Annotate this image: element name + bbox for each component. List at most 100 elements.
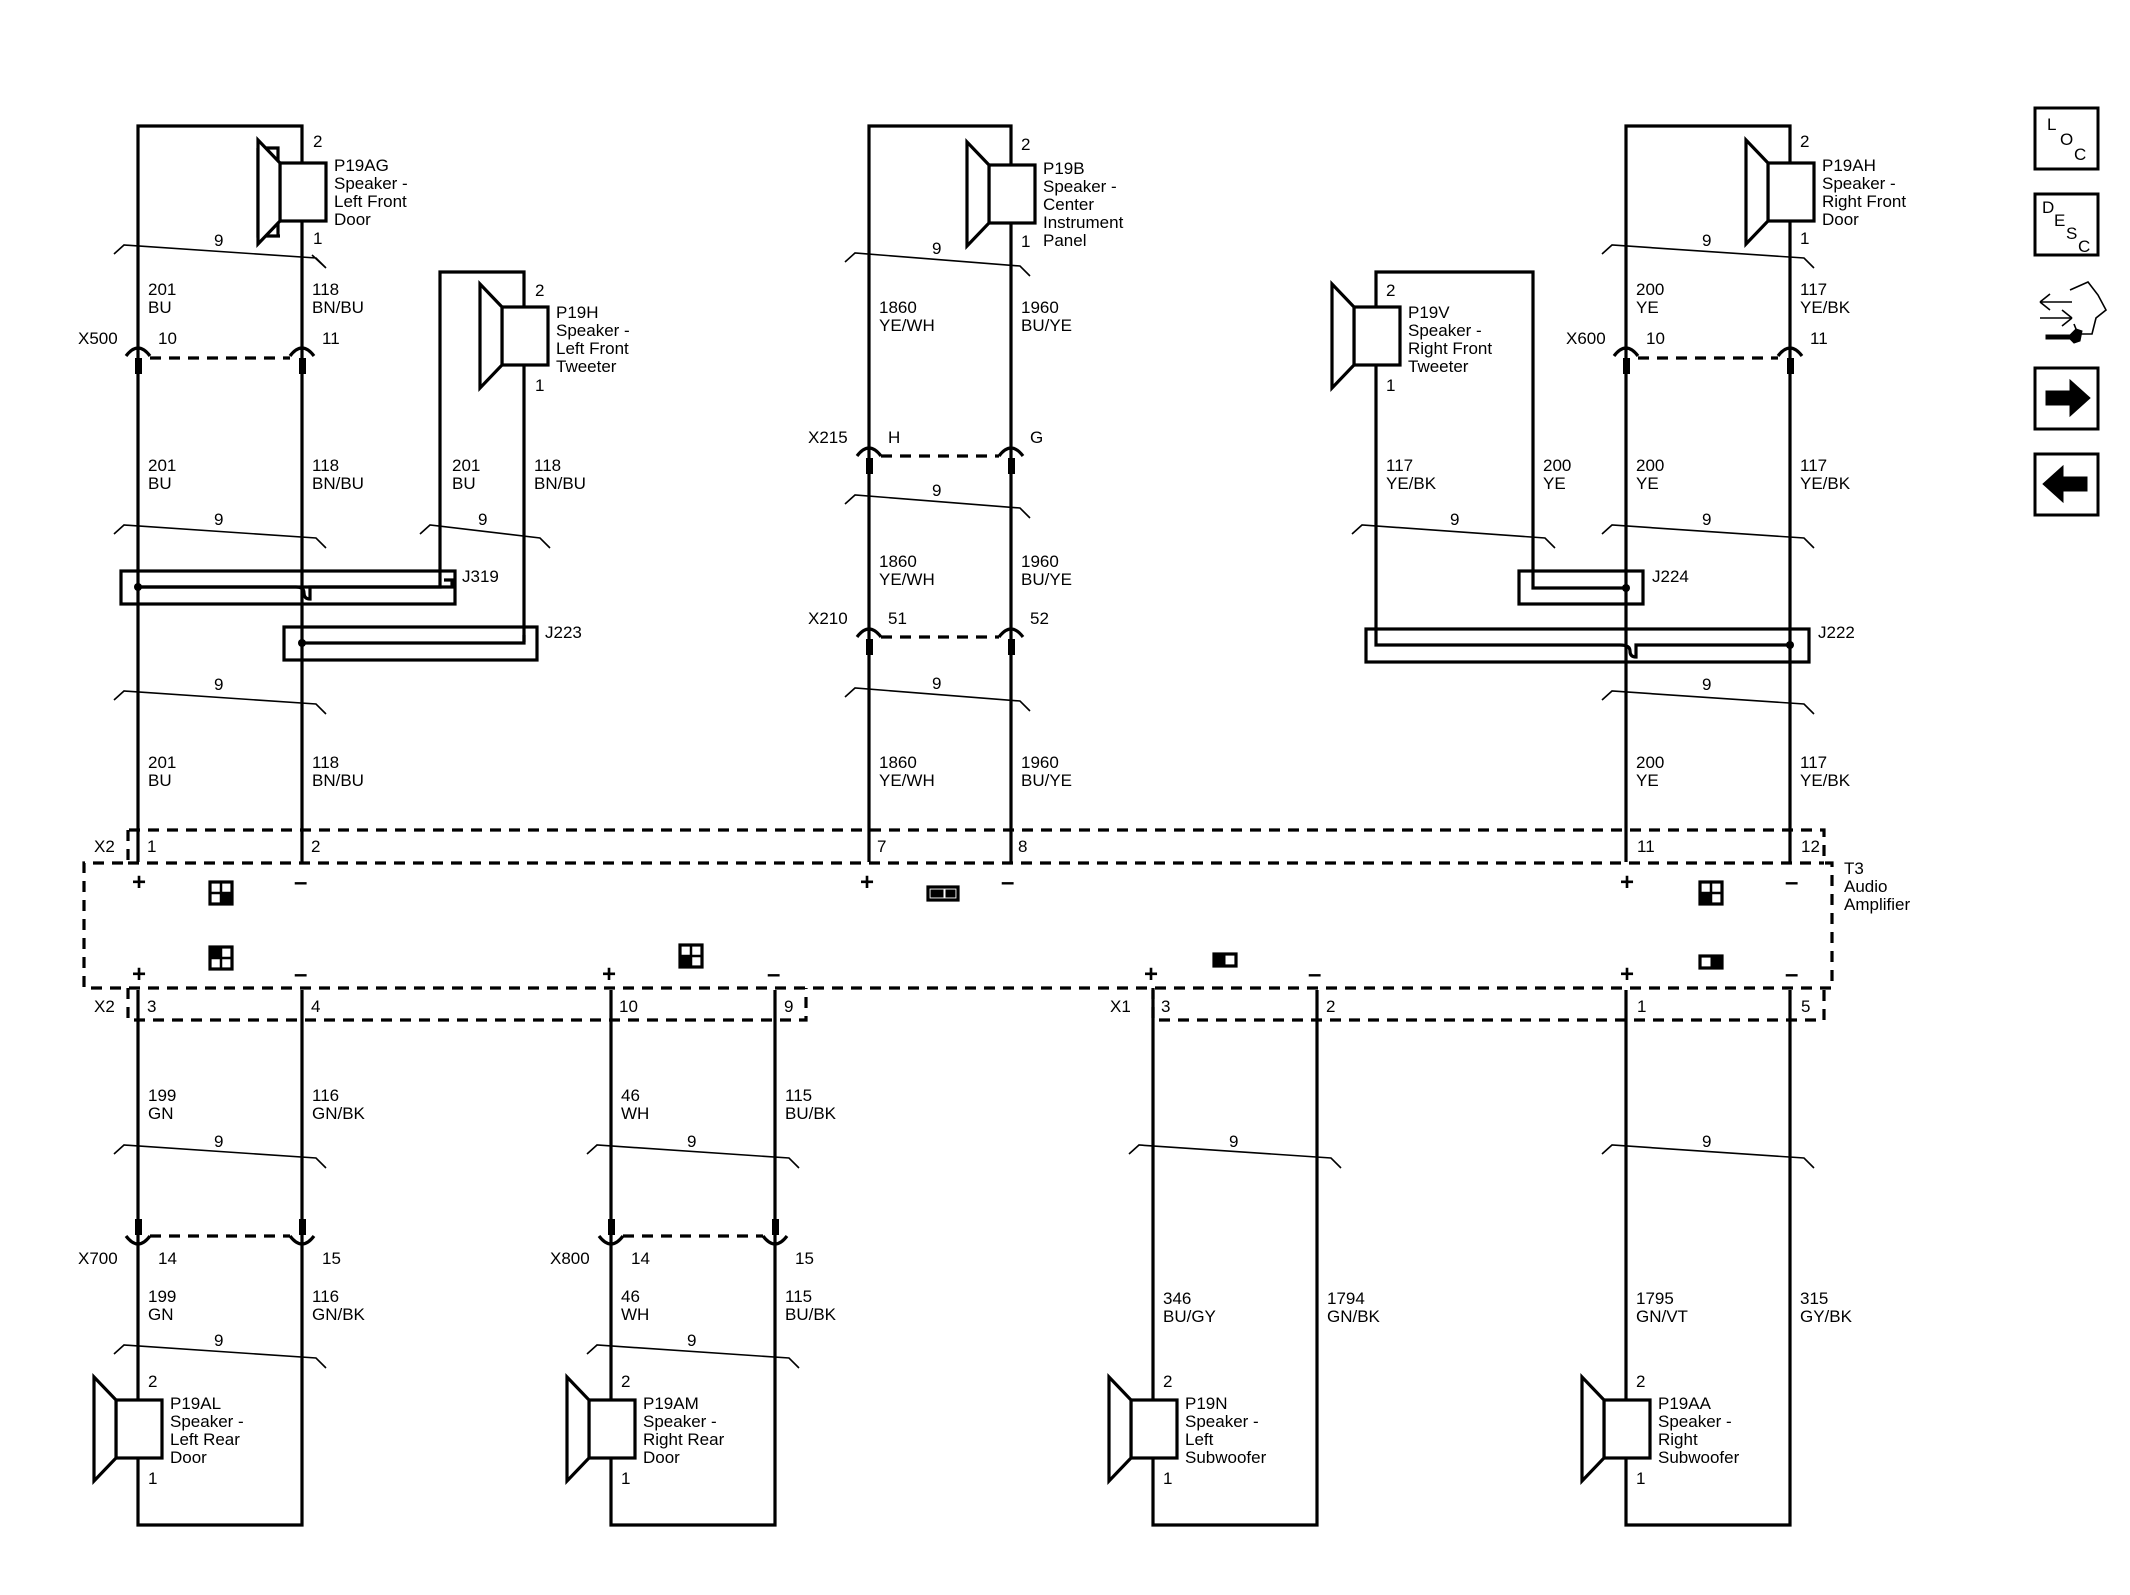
- full-range-channel-icon: [1698, 880, 1724, 906]
- desc-letter-s: S: [2066, 224, 2077, 243]
- pin-label: 14: [158, 1249, 177, 1268]
- x2-lower-label: X2: [94, 997, 115, 1016]
- connector-x215: X215 H G: [808, 428, 1043, 474]
- splice-j224: J224: [1517, 567, 1689, 606]
- tweeter-channel-icon: [926, 885, 960, 902]
- plus-mark: +: [602, 961, 616, 988]
- speaker-desc: Speaker -: [556, 321, 630, 340]
- pin-label: 2: [1636, 1372, 1645, 1391]
- twist-count: 9: [1702, 1132, 1711, 1151]
- pin-label: 1: [621, 1469, 630, 1488]
- previous-page-button[interactable]: [2033, 452, 2100, 517]
- speaker-p19al: 2 1 P19AL Speaker - Left Rear Door: [92, 1372, 244, 1488]
- twist-marker: 9: [844, 481, 1031, 519]
- splice-j319: J319: [119, 567, 499, 606]
- connector-label: X700: [78, 1249, 118, 1268]
- circuit-number: 199: [148, 1086, 176, 1105]
- arrow-right-icon: [2045, 378, 2091, 418]
- speaker-desc: Speaker -: [334, 174, 408, 193]
- twist-count: 9: [214, 510, 223, 529]
- circuit-number: 46: [621, 1287, 640, 1306]
- twist-count: 9: [214, 1331, 223, 1350]
- wire-right-subwoofer: [1624, 990, 1792, 1527]
- circuit-number: 117: [1800, 280, 1827, 299]
- connector-label: X210: [808, 609, 848, 628]
- speaker-desc: Right Rear: [643, 1430, 725, 1449]
- connector-x700: X700 14 15: [78, 1219, 341, 1268]
- connector-x800: X800 14 15: [550, 1219, 814, 1268]
- circuit-number: 117: [1800, 456, 1827, 475]
- wire-color: WH: [621, 1305, 649, 1324]
- pin-label: 4: [311, 997, 320, 1016]
- wire-color: YE/BK: [1800, 298, 1851, 317]
- speaker-desc: Door: [1822, 210, 1859, 229]
- amplifier-pins: 1 2 7 8 11 12 3 4 10 9 3 2 1 5: [147, 837, 1820, 1016]
- wire-color: BU/BK: [785, 1305, 837, 1324]
- pin-label: 10: [158, 329, 177, 348]
- circuit-number: 1960: [1021, 298, 1059, 317]
- speaker-ref: P19AA: [1658, 1394, 1712, 1413]
- twist-marker: 9: [113, 1132, 327, 1169]
- speaker-desc: Speaker -: [1658, 1412, 1732, 1431]
- wire-color: YE: [1636, 298, 1659, 317]
- plus-mark: +: [132, 869, 146, 896]
- speaker-ref: P19V: [1408, 303, 1450, 322]
- full-range-channel-icon: [208, 880, 234, 906]
- next-page-button[interactable]: [2033, 366, 2100, 431]
- x2-upper-label: X2: [94, 837, 115, 856]
- pin-label: 1: [147, 837, 156, 856]
- circuit-number: 346: [1163, 1289, 1191, 1308]
- arrow-left-icon: [2042, 464, 2088, 504]
- pin-label: 1: [535, 376, 544, 395]
- connector-x500: X500 10 11: [78, 329, 340, 374]
- desc-button[interactable]: D E S C: [2033, 192, 2100, 257]
- pin-label: 14: [631, 1249, 650, 1268]
- circuit-number: 1960: [1021, 753, 1059, 772]
- circuit-number: 118: [534, 456, 561, 475]
- speaker-desc: Left: [1185, 1430, 1214, 1449]
- splice-label: J319: [462, 567, 499, 586]
- pin-label: 5: [1801, 997, 1810, 1016]
- pin-label: 3: [147, 997, 156, 1016]
- wire-color: YE: [1543, 474, 1566, 493]
- wire-color: YE/BK: [1386, 474, 1437, 493]
- pin-label: 1: [1021, 232, 1030, 251]
- twist-count: 9: [1229, 1132, 1238, 1151]
- wires: [136, 124, 1792, 1527]
- loc-button[interactable]: L O C: [2033, 106, 2100, 171]
- subwoofer-channel-icon: [1698, 954, 1724, 970]
- wire-right-front-door: [1624, 124, 1792, 862]
- connector-label: X800: [550, 1249, 590, 1268]
- speaker-desc: Speaker -: [1408, 321, 1482, 340]
- twist-marker: 9: [844, 674, 1031, 712]
- loc-letter-o: O: [2060, 130, 2073, 149]
- twist-marker: 9: [113, 1331, 327, 1369]
- pin-label: 8: [1018, 837, 1027, 856]
- twist-count: 9: [1702, 675, 1711, 694]
- wire-color: BU/BK: [785, 1104, 837, 1123]
- wire-color: BN/BU: [312, 298, 364, 317]
- x2-lower-connector-outline: [126, 988, 808, 1022]
- twist-count: 9: [214, 231, 223, 250]
- wire-color: BU: [148, 474, 172, 493]
- minus-mark: –: [1785, 869, 1798, 896]
- pin-label: 2: [311, 837, 320, 856]
- pin-label: 12: [1801, 837, 1820, 856]
- twist-count: 9: [932, 481, 941, 500]
- pin-label: 51: [888, 609, 907, 628]
- wire-color: GY/BK: [1800, 1307, 1853, 1326]
- connector-tools-icon[interactable]: [2039, 281, 2108, 344]
- twist-marker: 9: [1601, 510, 1815, 549]
- pin-label: 10: [619, 997, 638, 1016]
- speaker-ref: P19AM: [643, 1394, 699, 1413]
- pin-label: 1: [1386, 376, 1395, 395]
- circuit-number: 201: [148, 280, 176, 299]
- twist-count: 9: [687, 1132, 696, 1151]
- speaker-p19n: 2 1 P19N Speaker - Left Subwoofer: [1107, 1372, 1267, 1488]
- pin-label: 52: [1030, 609, 1049, 628]
- twist-marker: 9: [1601, 231, 1815, 269]
- pin-label: 2: [1800, 132, 1809, 151]
- circuit-number: 201: [148, 456, 176, 475]
- wire-left-subwoofer: [1151, 990, 1319, 1527]
